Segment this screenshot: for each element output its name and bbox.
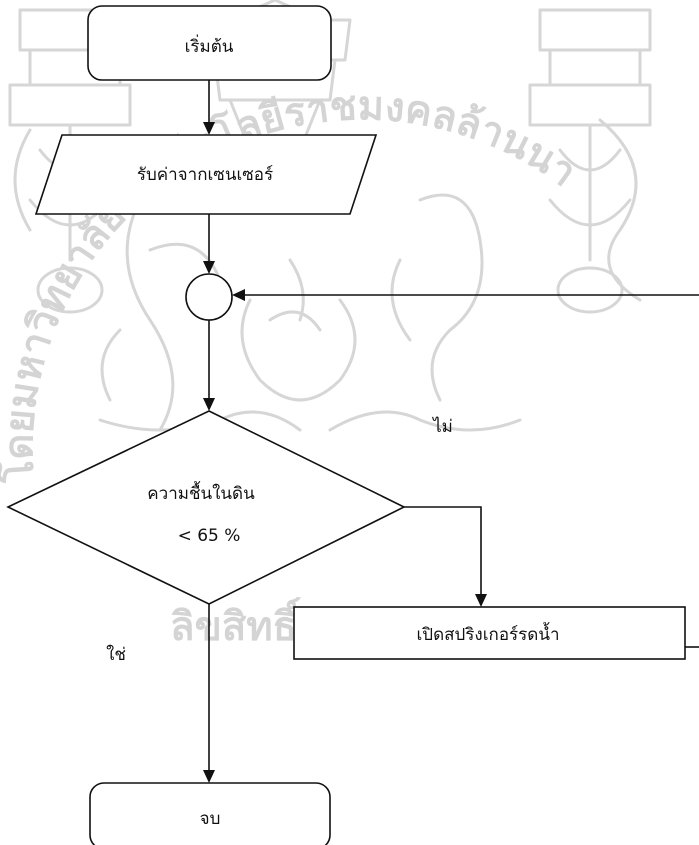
arrowhead-connector-to-decision bbox=[203, 398, 215, 411]
edge-label-no: ไม่ bbox=[431, 416, 453, 437]
input-label: รับค่าจากเซนเซอร์ bbox=[137, 165, 273, 185]
process-rectangle bbox=[293, 606, 686, 660]
input-parallelogram bbox=[34, 134, 378, 215]
arrowhead-decision-to-process bbox=[475, 594, 487, 607]
decision-diamond bbox=[6, 410, 406, 605]
decision-label-line2: < 65 % bbox=[178, 526, 241, 546]
arrowhead-input-to-connector bbox=[203, 261, 215, 274]
watermark-lower-text: ลิขสิทธิ์ bbox=[170, 597, 301, 650]
decision-label-line1: ความชื้นในดิน bbox=[147, 481, 255, 504]
arrowhead-loop-to-connector bbox=[232, 289, 245, 301]
arrowhead-start-to-input bbox=[203, 122, 215, 135]
connector-circle bbox=[185, 273, 233, 321]
edge-label-yes: ใช่ bbox=[106, 644, 126, 665]
process-label: เปิดสปริงเกอร์รดน้ำ bbox=[416, 622, 559, 645]
end-terminator bbox=[89, 782, 331, 845]
end-label: จบ bbox=[200, 809, 221, 829]
edge-decision-to-process bbox=[404, 506, 482, 596]
start-label: เริ่มต้น bbox=[185, 34, 234, 57]
arrowhead-decision-to-end bbox=[203, 770, 215, 783]
